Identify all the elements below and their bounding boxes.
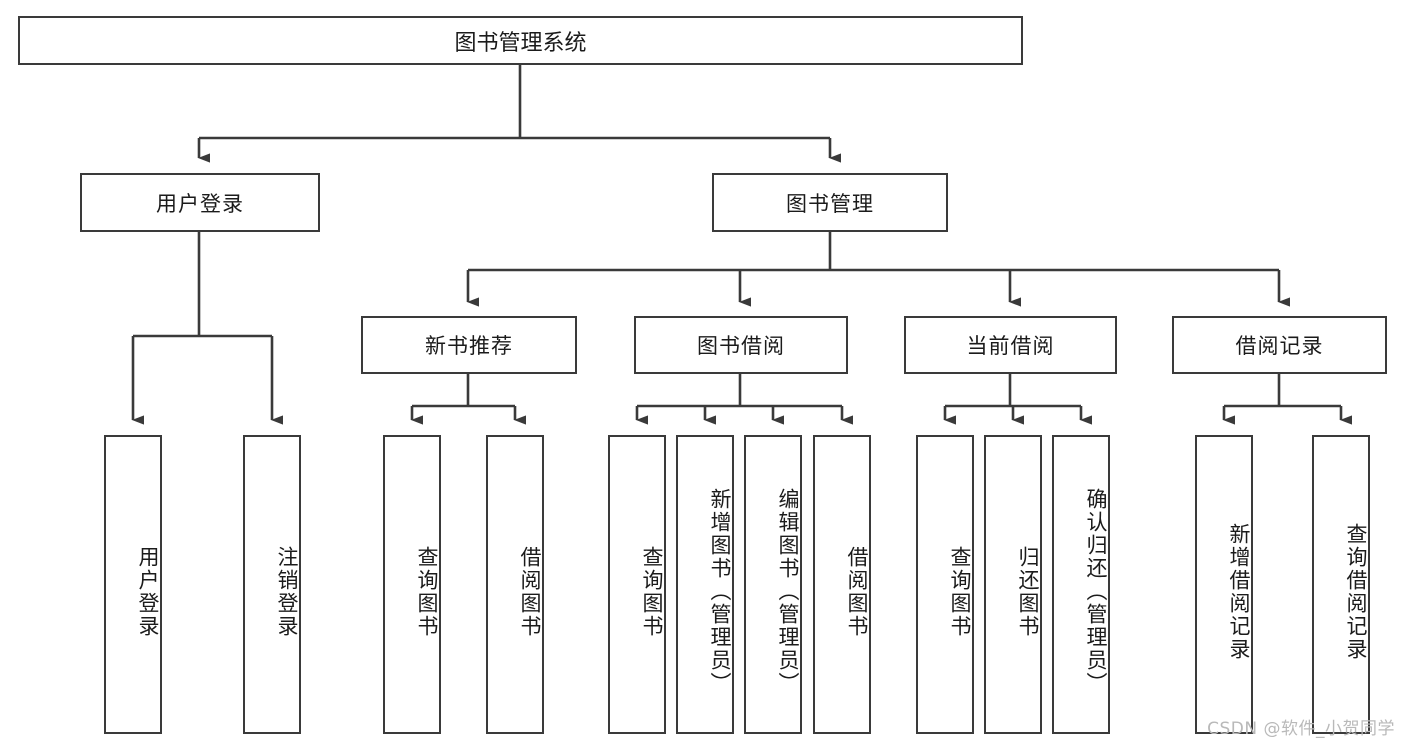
node-book-borrow[interactable]: 图书借阅	[634, 316, 848, 374]
node-user-login-label: 用户登录	[156, 191, 244, 216]
node-current-borrow[interactable]: 当前借阅	[904, 316, 1117, 374]
watermark: CSDN @软件_小贺同学	[1207, 719, 1395, 739]
node-leaf-edit-book[interactable]: 编辑图书（管理员）	[744, 435, 802, 734]
node-current-borrow-label: 当前借阅	[966, 334, 1055, 358]
node-leaf-borrow-book-2[interactable]: 借阅图书	[813, 435, 871, 734]
node-leaf-query-book-1-label: 查询图书	[415, 545, 439, 638]
node-user-login[interactable]: 用户登录	[80, 173, 320, 232]
node-book-management-label: 图书管理	[786, 191, 874, 216]
node-leaf-edit-book-label: 编辑图书（管理员）	[776, 488, 800, 695]
node-leaf-confirm-return-label: 确认归还（管理员）	[1084, 488, 1108, 695]
node-leaf-query-book-2-label: 查询图书	[640, 545, 664, 638]
node-leaf-user-login-label: 用户登录	[136, 545, 160, 638]
node-borrow-record[interactable]: 借阅记录	[1172, 316, 1387, 374]
node-leaf-logout[interactable]: 注销登录	[243, 435, 301, 734]
node-new-book-recommend[interactable]: 新书推荐	[361, 316, 577, 374]
node-borrow-record-label: 借阅记录	[1235, 334, 1324, 358]
node-leaf-return-book[interactable]: 归还图书	[984, 435, 1042, 734]
node-leaf-confirm-return[interactable]: 确认归还（管理员）	[1052, 435, 1110, 734]
node-leaf-add-book-label: 新增图书（管理员）	[708, 488, 732, 695]
node-leaf-add-record-label: 新增借阅记录	[1227, 522, 1251, 661]
node-leaf-return-book-label: 归还图书	[1016, 545, 1040, 638]
node-leaf-query-book-3[interactable]: 查询图书	[916, 435, 974, 734]
node-leaf-query-book-3-label: 查询图书	[948, 545, 972, 638]
node-new-book-recommend-label: 新书推荐	[425, 334, 513, 358]
node-root[interactable]: 图书管理系统	[18, 16, 1023, 65]
node-leaf-query-book-2[interactable]: 查询图书	[608, 435, 666, 734]
node-leaf-query-record-label: 查询借阅记录	[1344, 522, 1368, 661]
node-book-borrow-label: 图书借阅	[697, 334, 785, 358]
node-leaf-add-book[interactable]: 新增图书（管理员）	[676, 435, 734, 734]
node-leaf-borrow-book-2-label: 借阅图书	[845, 545, 869, 638]
node-leaf-borrow-book-1-label: 借阅图书	[518, 545, 542, 638]
node-leaf-query-record[interactable]: 查询借阅记录	[1312, 435, 1370, 734]
node-leaf-add-record[interactable]: 新增借阅记录	[1195, 435, 1253, 734]
node-leaf-query-book-1[interactable]: 查询图书	[383, 435, 441, 734]
node-book-management[interactable]: 图书管理	[712, 173, 948, 232]
node-leaf-borrow-book-1[interactable]: 借阅图书	[486, 435, 544, 734]
node-leaf-logout-label: 注销登录	[275, 545, 299, 638]
node-root-label: 图书管理系统	[454, 30, 587, 56]
node-leaf-user-login[interactable]: 用户登录	[104, 435, 162, 734]
